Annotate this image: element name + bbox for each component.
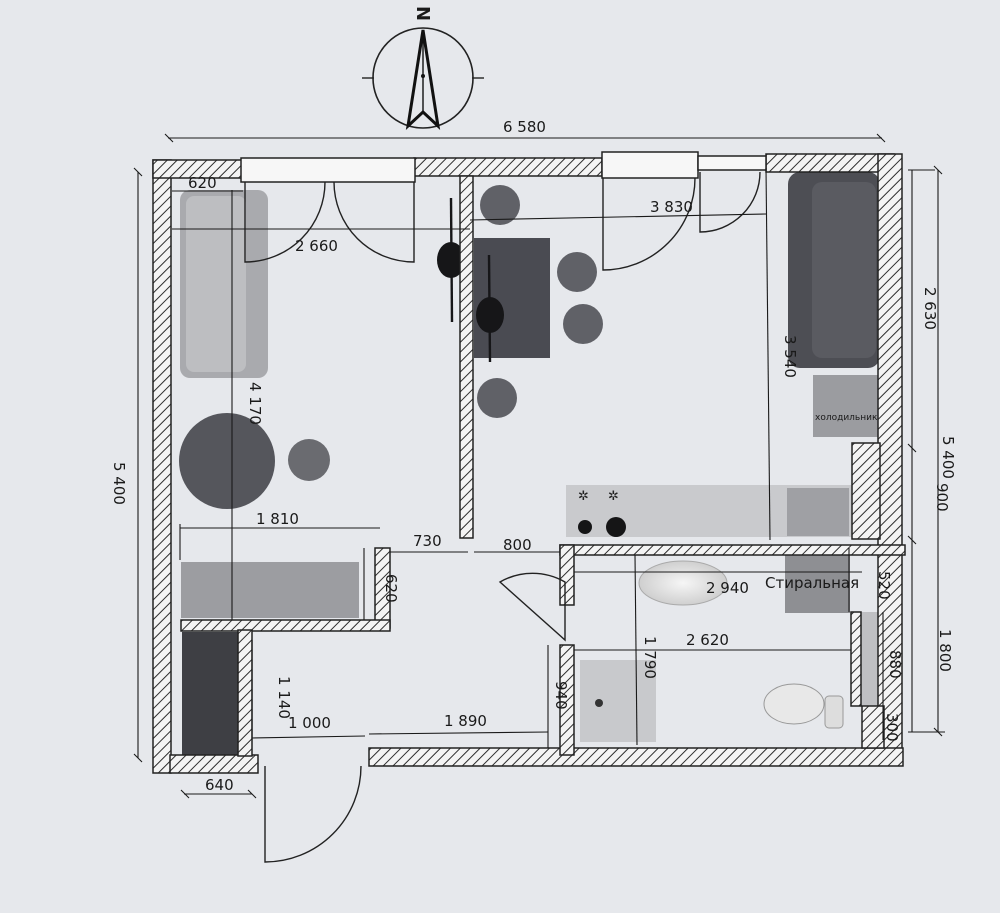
door-swing: [244, 181, 326, 263]
door-swing: [699, 171, 761, 233]
dim-900: 900: [933, 483, 951, 512]
furniture: ✲ ✲: [179, 172, 883, 756]
dim-640: 640: [205, 776, 234, 794]
dimension-labels: 6 580 5 400 5 400 620 2 660 3 830 2 630 …: [110, 118, 957, 794]
dim-620: 620: [188, 174, 217, 192]
hall-cabinet: [182, 632, 238, 756]
door-swing: [602, 177, 696, 271]
window: [601, 151, 699, 179]
washer-label: Стиральная: [765, 574, 859, 592]
dim-880: 880: [886, 650, 904, 679]
wardrobe: [181, 562, 359, 618]
sink: [787, 488, 849, 536]
round-table-large: [179, 413, 275, 509]
dim-1800: 1 800: [936, 629, 954, 672]
dim-total-width: 6 580: [503, 118, 546, 136]
dim-1000: 1 000: [288, 714, 331, 732]
dim-620-vertical: 620: [382, 574, 400, 603]
dim-4170: 4 170: [246, 382, 264, 425]
washing-machine: [785, 551, 850, 613]
dim-940: 940: [552, 681, 570, 710]
dim-2630: 2 630: [921, 287, 939, 330]
dim-300: 300: [883, 713, 901, 742]
dim-3830: 3 830: [650, 198, 693, 216]
compass-letter: N: [412, 6, 433, 21]
dim-2940: 2 940: [706, 579, 749, 597]
chair: [480, 185, 520, 225]
dim-1790: 1 790: [641, 636, 659, 679]
window: [240, 157, 416, 183]
toilet: [763, 683, 825, 725]
chair: [557, 252, 597, 292]
dim-730: 730: [413, 532, 442, 550]
walls: [152, 153, 906, 774]
round-stool: [288, 439, 330, 481]
svg-text:✲: ✲: [608, 489, 619, 504]
door-swing: [333, 181, 415, 263]
window: [697, 155, 767, 171]
door-swing: [498, 572, 566, 642]
doors: [244, 171, 761, 863]
windows: [240, 151, 767, 183]
dim-1890: 1 890: [444, 712, 487, 730]
dim-520: 520: [875, 571, 893, 600]
chair: [477, 378, 517, 418]
stove-icon: ✲ ✲: [578, 489, 626, 537]
svg-text:✲: ✲: [578, 489, 589, 504]
dimension-lines: [133, 133, 945, 799]
fridge-label: холодильник: [815, 413, 878, 423]
fridge: [813, 375, 881, 437]
compass-icon: N: [362, 6, 484, 131]
dim-800: 800: [503, 536, 532, 554]
dim-total-height: 5 400: [110, 462, 128, 505]
dim-2620: 2 620: [686, 631, 729, 649]
chair: [563, 304, 603, 344]
bath-cabinet: [580, 660, 656, 742]
dim-right-height: 5 400: [939, 436, 957, 479]
dim-1140: 1 140: [275, 676, 293, 719]
dim-2660: 2 660: [295, 237, 338, 255]
entrance-door: [264, 765, 362, 863]
dim-1810: 1 810: [256, 510, 299, 528]
dim-3540: 3 540: [781, 335, 799, 378]
